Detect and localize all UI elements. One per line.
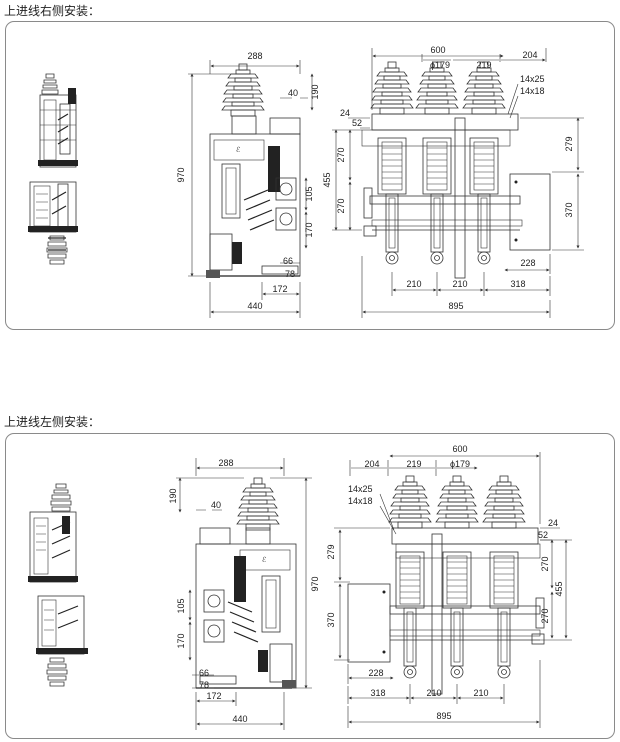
thumbnail-upper (38, 73, 78, 168)
dim-box-width: 228 (520, 258, 535, 268)
dim-right-upper-2: 279 (326, 544, 336, 559)
dim-height-upper: 270 (336, 147, 346, 162)
dim-slot-b-2: 14x18 (348, 496, 373, 506)
dim-right-upper: 279 (564, 136, 574, 151)
dim-side-offset: 204 (522, 50, 537, 60)
side-view-left-mount: ℰ (195, 477, 297, 689)
dim-slot-b: 14x18 (520, 86, 545, 96)
front-view-left-mount (347, 475, 545, 695)
dim-end-span-2: 318 (370, 688, 385, 698)
dim-overall-width-2: 600 (452, 444, 467, 454)
svg-text:ℰ: ℰ (262, 556, 266, 564)
side-view-dimensions: 288 40 190 970 105 170 66 78 172 440 (176, 51, 320, 318)
dim-pitch-top-2: 219 (406, 459, 421, 469)
dim-height-lower-2: 270 (540, 608, 550, 623)
dim-edge-a-2: 24 (548, 518, 558, 528)
thumbnail-lower-2 (36, 595, 88, 687)
dim-end-span: 318 (510, 279, 525, 289)
dim-lower-height-2: 170 (176, 633, 186, 648)
dim-right-lower: 370 (564, 202, 574, 217)
dim-height-total: 455 (322, 172, 332, 187)
dim-edge-b-2: 52 (538, 530, 548, 540)
section-title-left-mount: 上进线左侧安装： (4, 415, 101, 429)
dim-overall-height: 970 (176, 167, 186, 182)
dim-side-offset-2: 204 (364, 459, 379, 469)
diagram-panel-right-mount (5, 21, 615, 330)
dim-base-depth-2: 172 (206, 691, 221, 701)
dim-base-offset-a-2: 66 (199, 668, 209, 678)
dim-box-width-2: 228 (368, 668, 383, 678)
dim-top-width: 288 (247, 51, 262, 61)
dim-overall-base-2: 895 (436, 711, 451, 721)
dim-edge-a: 24 (340, 108, 350, 118)
dim-base-offset-a: 66 (283, 256, 293, 266)
dim-base-offset-b-2: 78 (199, 680, 209, 690)
dim-top-width-2: 288 (218, 458, 233, 468)
section-title-right-mount: 上进线右侧安装： (4, 4, 101, 18)
dim-insulator-dia-2: ϕ179 (450, 459, 470, 469)
dim-height-upper-2: 270 (540, 556, 550, 571)
dim-edge-b: 52 (352, 118, 362, 128)
dim-slot-a: 14x25 (520, 74, 545, 84)
side-view-right-mount: ℰ (206, 63, 301, 278)
dim-pitch-2-2: 210 (473, 688, 488, 698)
side-view-dimensions-2: 288 190 40 970 105 170 66 78 172 440 (168, 458, 320, 730)
dim-overall-depth-2: 440 (232, 714, 247, 724)
svg-text:ℰ: ℰ (236, 146, 240, 154)
dim-top-gap: 190 (310, 84, 320, 99)
dim-height-lower: 270 (336, 198, 346, 213)
dim-top-offset-2: 40 (211, 500, 221, 510)
dim-mid-height: 105 (304, 186, 314, 201)
dim-overall-width: 600 (430, 45, 445, 55)
thumbnail-upper-2 (28, 483, 78, 583)
dim-overall-height-2: 970 (310, 576, 320, 591)
front-view-dimensions-2: 600 204 219 ϕ179 14x25 14x18 24 52 279 3… (326, 444, 572, 728)
dim-pitch-2: 210 (452, 279, 467, 289)
dim-base-offset-b: 78 (285, 269, 295, 279)
dim-lower-height: 170 (304, 222, 314, 237)
dim-insulator-dia: ϕ179 (430, 60, 450, 70)
dim-pitch-1: 210 (406, 279, 421, 289)
dim-overall-depth: 440 (247, 301, 262, 311)
front-view-right-mount (361, 61, 551, 279)
dim-pitch-top: 219 (476, 60, 491, 70)
dim-slot-a-2: 14x25 (348, 484, 373, 494)
dim-height-total-2: 455 (554, 581, 564, 596)
dim-top-gap-2: 190 (168, 488, 178, 503)
front-view-dimensions: 600 ϕ179 219 204 14x25 14x18 24 52 270 2… (322, 45, 584, 318)
dim-mid-height-2: 105 (176, 598, 186, 613)
dim-top-offset: 40 (288, 88, 298, 98)
dim-right-lower-2: 370 (326, 612, 336, 627)
thumbnail-lower (28, 181, 78, 265)
dim-base-depth: 172 (272, 284, 287, 294)
dim-overall-base: 895 (448, 301, 463, 311)
dim-pitch-1-2: 210 (426, 688, 441, 698)
